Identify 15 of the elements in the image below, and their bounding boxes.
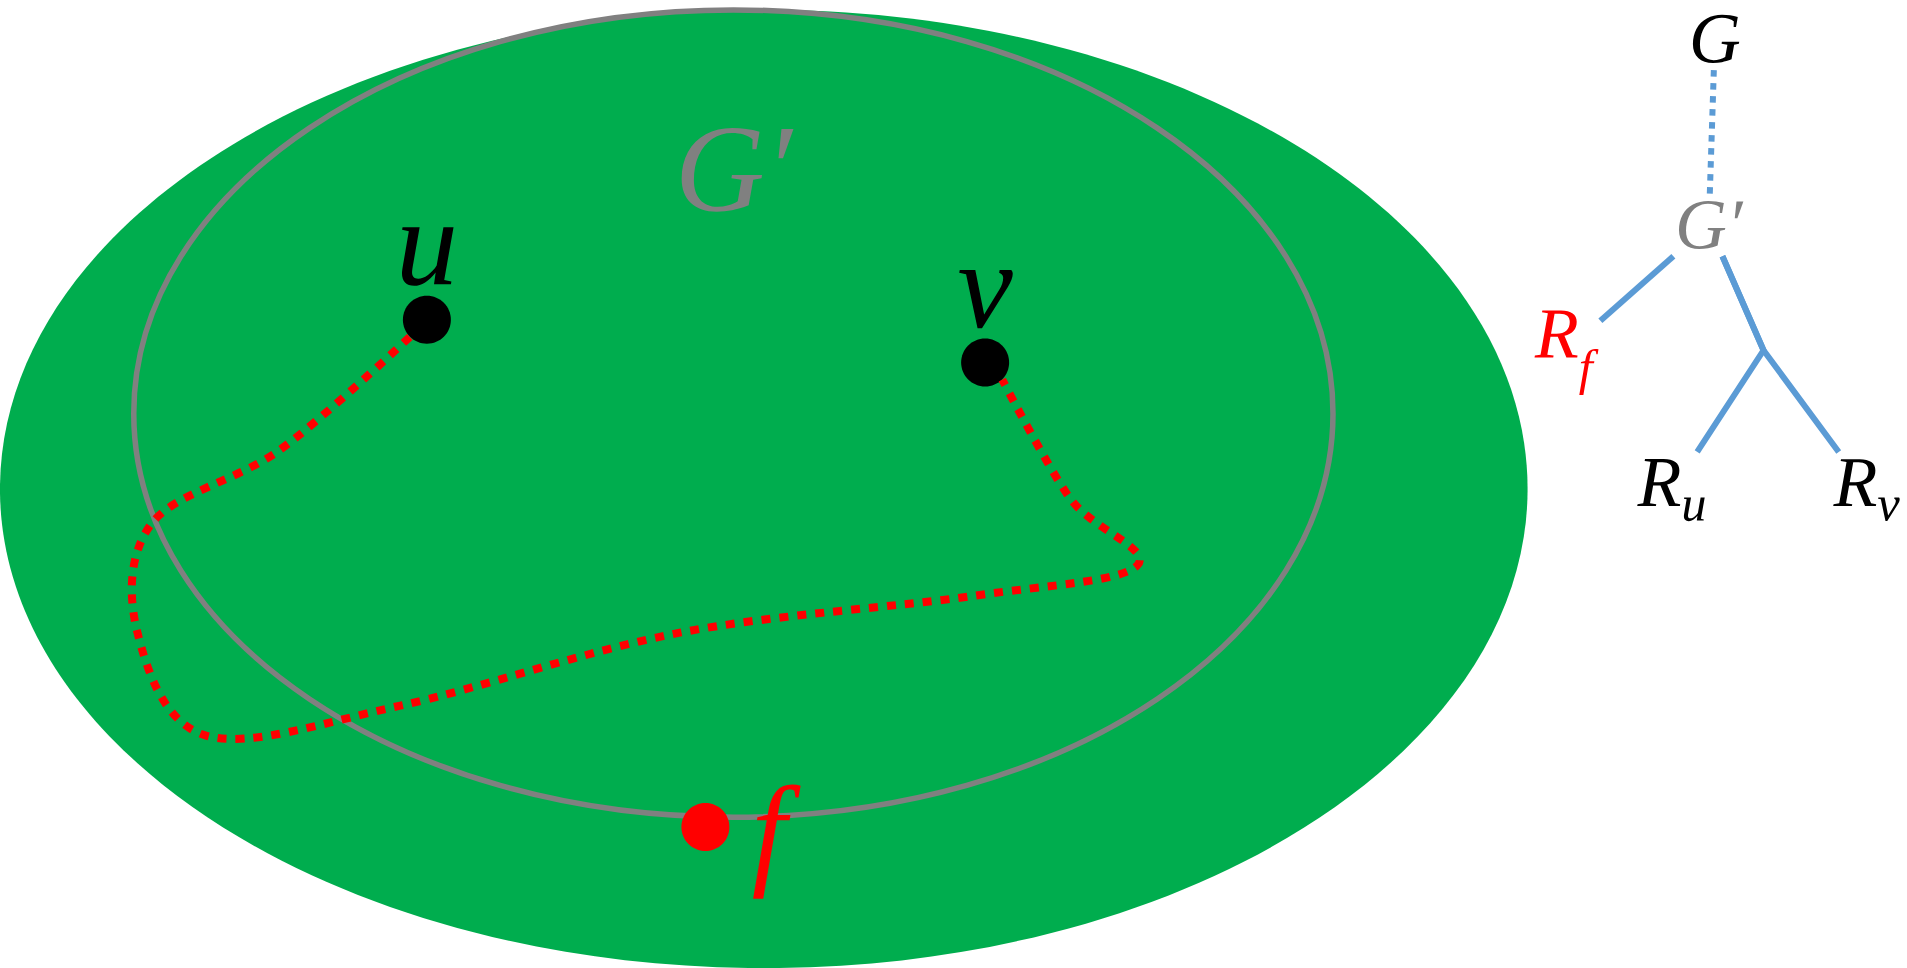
vertex-label: v xyxy=(959,269,1013,329)
tree-node-label: R$_{f}$ xyxy=(1534,310,1599,395)
vertex-dot xyxy=(681,803,730,851)
vertex-label: u xyxy=(401,227,454,286)
tree-edge xyxy=(1598,253,1676,323)
tree-edge xyxy=(1706,70,1717,194)
tree-edge xyxy=(1719,255,1842,454)
tree-node-label: R$_{v}$ xyxy=(1833,459,1900,522)
dotted-path xyxy=(127,334,1142,743)
tree-node-label: G′ xyxy=(1679,200,1744,249)
tree-node-label: G xyxy=(1692,14,1740,63)
vertex-dot xyxy=(961,338,1010,387)
vertex-dot xyxy=(402,295,451,344)
tree-node-label: R$_{u}$ xyxy=(1637,459,1705,522)
region-ellipse xyxy=(0,9,1528,968)
